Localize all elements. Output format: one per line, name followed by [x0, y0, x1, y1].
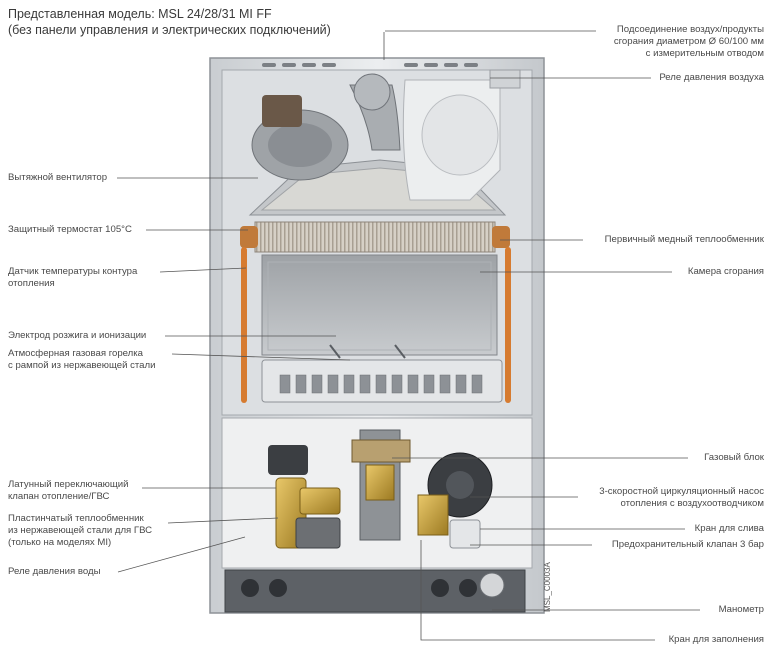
- label-exhaust-fan: Вытяжной вентилятор: [8, 172, 108, 183]
- circulation-pump: [417, 452, 493, 549]
- gas-valve: [351, 429, 411, 541]
- label-primary-heat-exchanger: Первичный медный теплообменник: [604, 234, 764, 245]
- primary-heat-exchanger: [240, 221, 510, 253]
- label-gas-valve: Газовый блок: [704, 452, 764, 463]
- label-safety-thermostat: Защитный термостат 105°C: [8, 224, 132, 235]
- label-combustion-chamber: Камера сгорания: [687, 266, 764, 277]
- drawing-code: MSL_C0003A: [543, 562, 552, 612]
- gas-burner: [261, 344, 503, 403]
- title-line-1: Представленная модель: MSL 24/28/31 MI F…: [8, 7, 272, 21]
- label-fill-tap: Кран для заполнения: [668, 634, 764, 645]
- label-water-pressure-switch: Реле давления воды: [8, 566, 101, 577]
- label-manometer: Манометр: [718, 604, 764, 615]
- combustion-chamber: [261, 254, 498, 356]
- label-circulation-pump: 3-скоростной циркуляционный насос отопле…: [599, 486, 764, 509]
- leader-lines: [117, 30, 700, 641]
- diagram-title: Представленная модель: MSL 24/28/31 MI F…: [8, 6, 331, 38]
- label-ignition-electrode: Электрод розжига и ионизации: [8, 330, 147, 341]
- title-line-2: (без панели управления и электрических п…: [8, 23, 331, 37]
- label-safety-valve: Предохранительный клапан 3 бар: [611, 539, 764, 550]
- label-three-way-valve: Латунный переключающий клапан отопление/…: [8, 479, 129, 502]
- three-way-valve: [268, 445, 341, 549]
- label-air-pressure-switch: Реле давления воздуха: [659, 72, 764, 83]
- label-gas-burner: Атмосферная газовая горелка с рампой из …: [8, 348, 156, 371]
- label-heating-sensor: Датчик температуры контура отопления: [8, 266, 138, 289]
- label-plate-heat-exchanger: Пластинчатый теплообменник из нержавеюще…: [8, 513, 153, 548]
- label-flue-connection: Подсоединение воздух/продукты сгорания д…: [613, 24, 764, 59]
- label-drain-tap: Кран для слива: [694, 523, 764, 534]
- fan-hood: [248, 69, 521, 216]
